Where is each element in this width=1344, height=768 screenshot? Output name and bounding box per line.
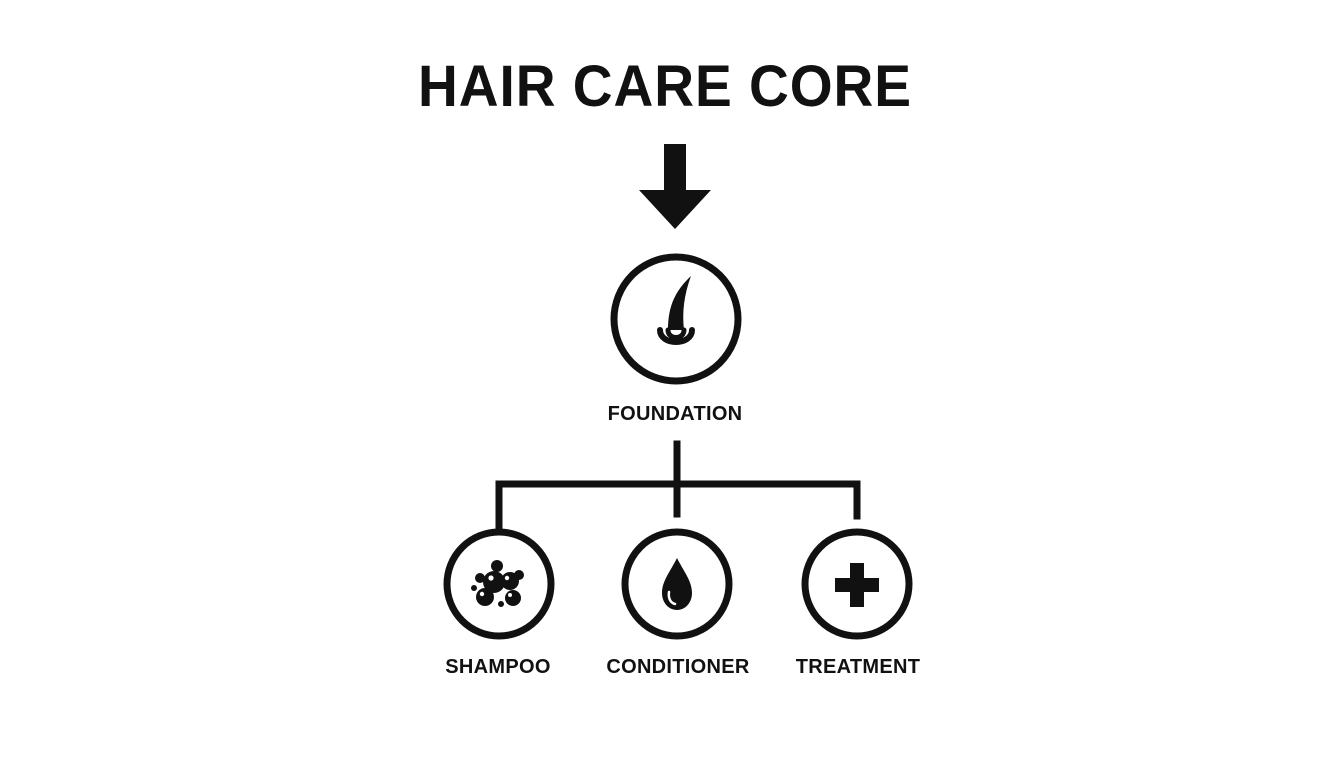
plus-icon [835, 563, 879, 607]
hair-follicle-icon [657, 276, 695, 345]
foundation-label: FOUNDATION [607, 403, 743, 425]
treatment-label: TREATMENT [795, 656, 921, 678]
foundation-node [610, 253, 742, 385]
bubbles-icon [471, 560, 524, 607]
conditioner-node [621, 528, 733, 640]
shampoo-node [443, 528, 555, 640]
conditioner-label: CONDITIONER [606, 656, 750, 678]
treatment-node [801, 528, 913, 640]
down-arrow-icon [639, 144, 711, 229]
connector-lines [495, 440, 861, 536]
diagram-title: HAIR CARE CORE [418, 54, 912, 119]
droplet-icon [662, 558, 692, 610]
shampoo-label: SHAMPOO [445, 656, 551, 678]
